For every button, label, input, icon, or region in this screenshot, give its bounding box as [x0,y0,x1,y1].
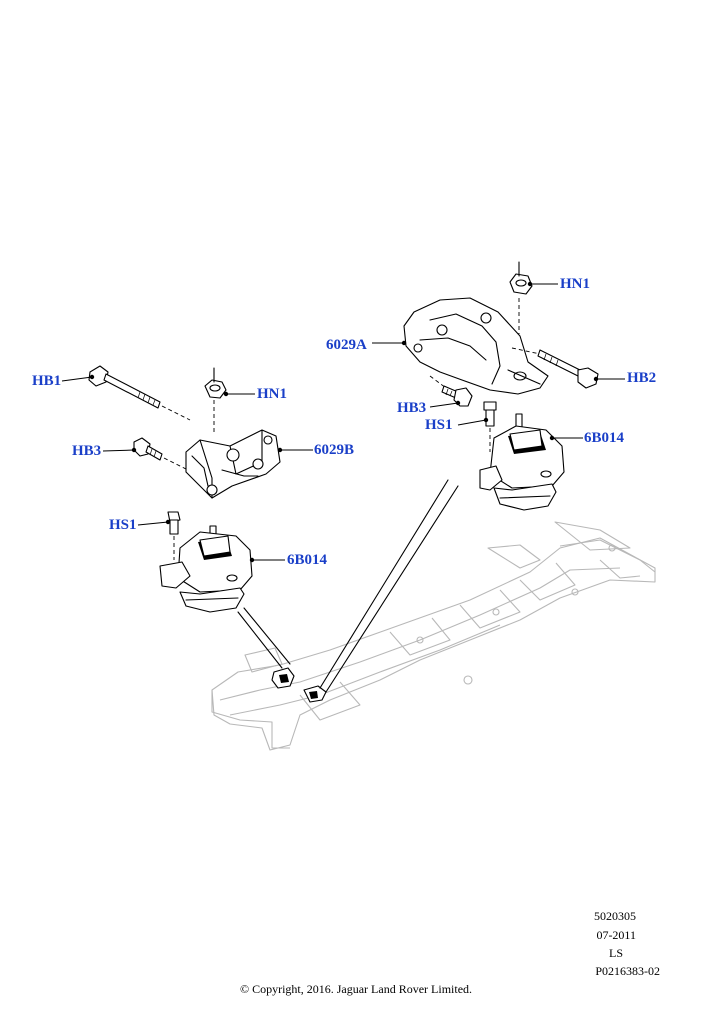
illustration-date: 07-2011 [596,928,636,942]
callout-leaders [61,281,625,563]
stud-hs1-right [483,401,497,452]
callout-hb1[interactable]: HB1 [32,373,62,389]
part-reference: P0216383-02 [595,964,660,978]
callout-hb2[interactable]: HB2 [627,370,657,386]
callout-hs1-right[interactable]: HS1 [425,417,453,433]
chassis-frame [211,521,656,751]
callout-6b014-left[interactable]: 6B014 [287,552,328,568]
engine-mount-6b014-right [479,413,565,511]
bolt-hb3-right [429,375,473,407]
bracket-6029a [403,297,549,395]
bolt-hb1 [88,365,191,421]
callout-hs1-left[interactable]: HS1 [109,517,137,533]
callout-hn1-right[interactable]: HN1 [560,276,590,292]
callout-hn1-left[interactable]: HN1 [257,386,287,402]
engine-mount-6b014-left [159,525,253,613]
callout-6029a[interactable]: 6029A [326,337,367,353]
bracket-6029b [185,429,281,499]
nut-hn1-right [509,261,533,334]
frame-mount-position-left [271,667,295,689]
location-leader-lines [237,479,459,693]
illustration-code: 5020305 [594,909,636,923]
copyright-notice: © Copyright, 2016. Jaguar Land Rover Lim… [239,982,473,996]
callout-6029b[interactable]: 6029B [314,442,355,458]
nut-hn1-left [204,367,227,432]
callout-hb3-left[interactable]: HB3 [72,443,102,459]
bolt-hb2 [511,347,599,389]
model-code: LS [608,946,623,960]
bolt-hb3-left [133,437,189,471]
callout-6b014-right[interactable]: 6B014 [584,430,625,446]
callout-hb3-right[interactable]: HB3 [397,400,427,416]
stud-hs1-left [167,511,181,560]
frame-mount-position-right [303,685,327,703]
